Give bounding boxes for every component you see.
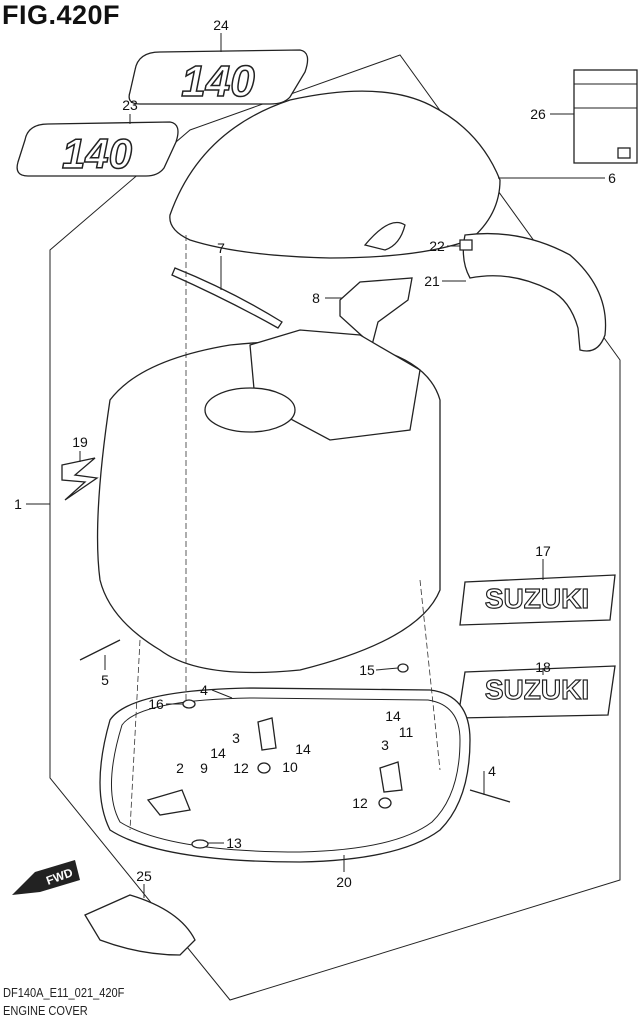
decal-text: SUZUKI: [485, 674, 589, 705]
figure-caption: ENGINE COVER: [3, 1003, 88, 1018]
owners-manual: [573, 69, 638, 164]
latch-hook: [257, 717, 277, 751]
callout-15: 15: [359, 662, 375, 678]
callout-20: 20: [336, 874, 352, 890]
callouts: 24 23 26 6 22 21 7 8 19 1 17 18 5 15 16 …: [14, 17, 616, 890]
tool-bag: [84, 894, 196, 956]
callout-5: 5: [101, 672, 109, 688]
callout-23: 23: [122, 97, 138, 113]
top-cover: [169, 90, 501, 259]
callout-4: 4: [488, 763, 496, 779]
decal-140-top: 140: [128, 49, 309, 107]
callout-3: 3: [381, 737, 389, 753]
callout-12: 12: [233, 760, 249, 776]
callout-7: 7: [217, 240, 225, 256]
callout-6: 6: [608, 170, 616, 186]
screw: [459, 239, 473, 251]
callout-14: 14: [295, 741, 311, 757]
decal-suzuki-18: SUZUKI: [457, 665, 616, 719]
callout-26: 26: [530, 106, 546, 122]
cover-vent: [363, 221, 406, 251]
bracket-cover: [339, 277, 413, 347]
latch-hook: [379, 761, 403, 793]
callout-1: 1: [14, 496, 22, 512]
callout-8: 8: [312, 290, 320, 306]
callout-14: 14: [385, 708, 401, 724]
callout-16: 16: [148, 696, 164, 712]
callout-24: 24: [213, 17, 229, 33]
callout-2: 2: [176, 760, 184, 776]
figure-title: FIG.420F: [2, 0, 121, 30]
callout-19: 19: [72, 434, 88, 450]
decal-text: 140: [181, 57, 255, 106]
callout-18: 18: [535, 659, 551, 675]
bolt: [257, 762, 271, 774]
grommet: [191, 839, 209, 849]
callout-21: 21: [424, 273, 440, 289]
callout-22: 22: [429, 238, 445, 254]
decal-140-side: 140: [16, 121, 179, 178]
callout-12: 12: [352, 795, 368, 811]
decal-text: 140: [62, 130, 132, 177]
grommet: [182, 699, 196, 709]
latch-bracket: [146, 789, 191, 816]
callout-25: 25: [136, 868, 152, 884]
fwd-arrow-icon: FWD: [12, 860, 80, 895]
callout-9: 9: [200, 760, 208, 776]
callout-14: 14: [210, 745, 226, 761]
assembly-boundary: [49, 54, 621, 1001]
callout-3: 3: [232, 730, 240, 746]
callout-10: 10: [282, 759, 298, 775]
seal-strip: [171, 267, 283, 329]
suzuki-emblem: [61, 457, 99, 501]
cover-recess: [204, 387, 296, 433]
pin: [469, 789, 511, 803]
callout-11: 11: [399, 724, 414, 740]
leader-lines: [26, 33, 605, 898]
handle: [462, 232, 607, 352]
bottom-seal: [99, 687, 471, 863]
pin: [79, 639, 121, 661]
callout-13: 13: [226, 835, 242, 851]
figure-code: DF140A_E11_021_420F: [3, 985, 125, 1000]
bolt: [378, 797, 392, 809]
callout-17: 17: [535, 543, 551, 559]
decal-text: SUZUKI: [485, 583, 589, 614]
decal-suzuki-17: SUZUKI: [459, 574, 616, 626]
bolt: [397, 663, 409, 673]
callout-4: 4: [200, 682, 208, 698]
